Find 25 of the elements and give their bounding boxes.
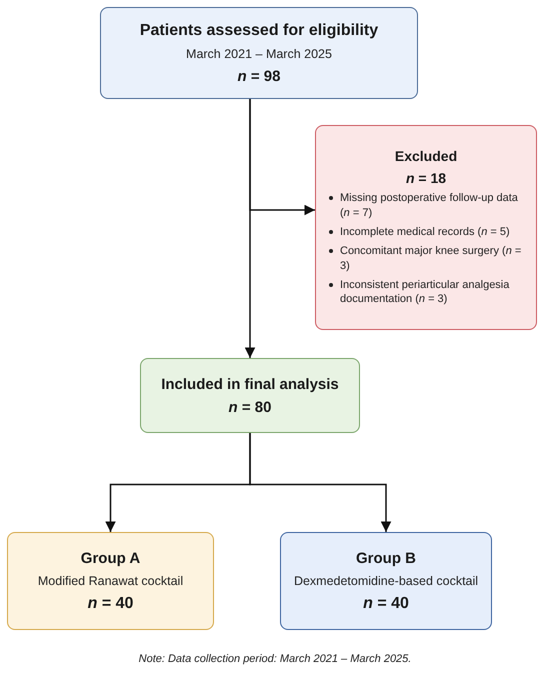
sample-size: n = 40 (363, 594, 409, 612)
box-subtitle: March 2021 – March 2025 (186, 46, 332, 60)
arrow (249, 433, 392, 532)
sample-size: n = 98 (238, 68, 280, 84)
box-heading: Group A (80, 550, 140, 566)
footnote: Note: Data collection period: March 2021 – March 2025. (138, 653, 412, 665)
flow-box (140, 358, 360, 433)
sample-size: n = 40 (88, 594, 134, 612)
box-heading: Included in final analysis (161, 376, 339, 392)
flow-box (7, 532, 214, 630)
flow-box (100, 7, 418, 99)
box-heading: Group B (356, 550, 416, 566)
flow-box (280, 532, 492, 630)
box-subtitle: Modified Ranawat cocktail (38, 574, 184, 588)
flow-box (315, 125, 537, 330)
exclusion-reason: Inconsistent periarticular analgesia documentation (n = 3) (340, 278, 510, 307)
exclusion-reason: Concomitant major knee surgery (n = 3) (340, 244, 522, 273)
arrow (244, 99, 256, 358)
box-subtitle: Dexmedetomidine-based cocktail (294, 574, 478, 588)
box-heading: Patients assessed for eligibility (140, 22, 378, 40)
exclusion-reason: Incomplete medical records (n = 5) (340, 225, 511, 240)
sample-size: n = 18 (404, 170, 448, 186)
box-heading: Excluded (394, 148, 458, 164)
exclusion-reason: Missing postoperative follow-up data (n = 7) (340, 191, 519, 220)
sample-size: n = 80 (228, 398, 272, 416)
